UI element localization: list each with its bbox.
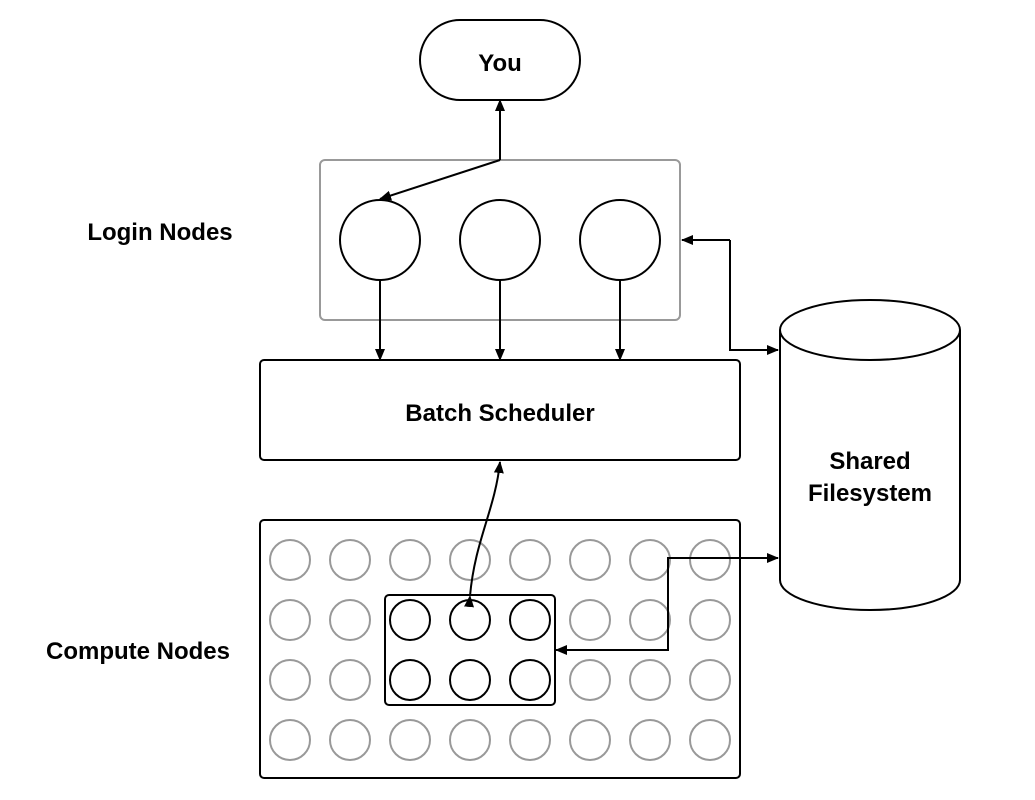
compute-node	[629, 719, 671, 761]
shared-filesystem-label-line2: Filesystem	[808, 480, 932, 507]
login-nodes-label: Login Nodes	[87, 219, 232, 246]
shared-filesystem-cylinder	[779, 299, 961, 611]
compute-node	[269, 599, 311, 641]
allocated-compute-node	[389, 599, 431, 641]
compute-node	[389, 719, 431, 761]
allocated-node-grid	[389, 599, 551, 701]
compute-node	[569, 539, 611, 581]
compute-nodes-label: Compute Nodes	[46, 638, 230, 665]
compute-node	[629, 599, 671, 641]
compute-node	[689, 659, 731, 701]
compute-node	[689, 599, 731, 641]
login-node-1	[339, 199, 421, 281]
allocated-compute-node	[509, 659, 551, 701]
batch-scheduler-label: Batch Scheduler	[405, 400, 594, 427]
login-filesystem-arrow	[729, 240, 779, 355]
shared-filesystem-label-line1: Shared	[829, 448, 910, 475]
filesystem-job-arrow	[667, 553, 779, 600]
compute-node	[269, 659, 311, 701]
login-node-2	[459, 199, 541, 281]
allocated-compute-node	[389, 659, 431, 701]
scheduler-job-arrow	[464, 461, 504, 608]
compute-node	[629, 659, 671, 701]
compute-node	[389, 539, 431, 581]
compute-node	[509, 719, 551, 761]
allocated-compute-node	[449, 599, 491, 641]
you-label: You	[478, 50, 522, 77]
compute-node	[689, 539, 731, 581]
allocated-compute-node	[449, 659, 491, 701]
compute-node	[269, 719, 311, 761]
login-node-3	[579, 199, 661, 281]
job-filesystem-arrow	[555, 600, 669, 655]
compute-node	[269, 539, 311, 581]
allocated-compute-node	[509, 599, 551, 641]
compute-node	[329, 719, 371, 761]
compute-node	[689, 719, 731, 761]
batch-scheduler-box	[259, 359, 741, 461]
compute-node	[329, 539, 371, 581]
compute-node	[449, 719, 491, 761]
compute-node	[569, 659, 611, 701]
compute-node	[629, 539, 671, 581]
compute-node	[329, 659, 371, 701]
login-to-you-arrow	[379, 159, 501, 201]
compute-node-grid	[269, 539, 731, 761]
compute-node	[509, 539, 551, 581]
compute-node	[329, 599, 371, 641]
compute-node	[569, 599, 611, 641]
compute-node	[569, 719, 611, 761]
compute-node	[449, 539, 491, 581]
